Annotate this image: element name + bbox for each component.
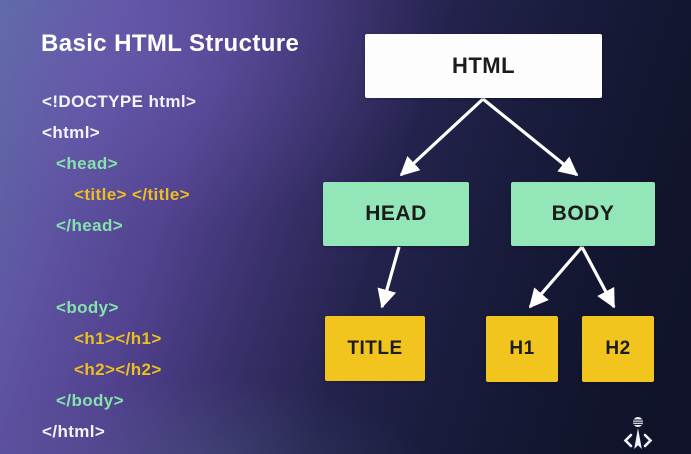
code-line-body-open: <body>	[56, 298, 119, 317]
code-line-body-close: </body>	[56, 391, 124, 410]
node-head-label: HEAD	[365, 202, 427, 225]
code-line-h1: <h1></h1>	[74, 329, 162, 348]
slide-title: Basic HTML Structure	[41, 30, 300, 57]
edge-head-title	[377, 246, 401, 309]
code-block: <!DOCTYPE html> <html> <head> <title> </…	[42, 92, 322, 453]
edge-body-h2	[580, 246, 616, 309]
edge-body-h1	[528, 245, 584, 309]
node-html-label: HTML	[451, 53, 516, 78]
code-line-html-close: </html>	[42, 422, 106, 441]
code-line-html-open: <html>	[42, 123, 101, 142]
code-line-title: <title> </title>	[74, 185, 191, 204]
code-line-doctype: <!DOCTYPE html>	[42, 92, 197, 111]
code-line-head-open: <head>	[56, 154, 118, 173]
node-h1: H1	[486, 316, 558, 382]
node-body: BODY	[511, 182, 655, 246]
edge-html-head	[399, 97, 485, 177]
node-head: HEAD	[323, 182, 469, 246]
node-h2-label: H2	[605, 338, 631, 359]
node-title: TITLE	[325, 316, 425, 381]
node-title-label: TITLE	[347, 337, 403, 359]
node-h2: H2	[582, 316, 654, 382]
edge-html-body	[481, 97, 579, 177]
node-html: HTML	[365, 34, 602, 98]
code-line-head-close: </head>	[56, 216, 124, 235]
code-line-h2: <h2></h2>	[74, 360, 162, 379]
code-block-spacer	[42, 247, 322, 298]
node-body-label: BODY	[551, 202, 615, 225]
developer-logo-icon	[621, 414, 655, 454]
node-h1-label: H1	[509, 338, 535, 359]
